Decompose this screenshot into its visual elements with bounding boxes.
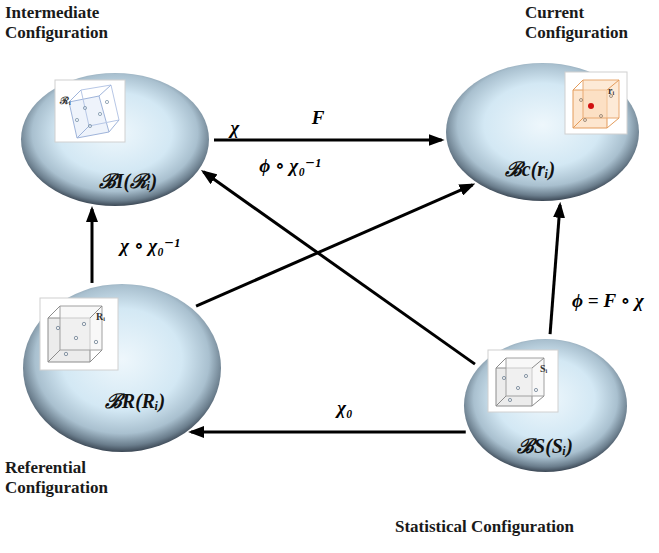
mapping-label: χ ∘ χ₀⁻¹ [118, 234, 181, 257]
body-symbol: ℬc(rᵢ) [505, 155, 555, 182]
configuration-blob: Intermediate ConfigurationℬI(ℛᵢ) [20, 72, 210, 207]
configuration-blob: Statistical ConfigurationℬS(Sᵢ) [463, 338, 628, 473]
mapping-label: ϕ = F ∘ χ [570, 289, 646, 312]
cell-label: rᵢ [608, 86, 614, 96]
blob-fill [464, 339, 627, 472]
body-symbol: ℬR(Rᵢ) [105, 387, 165, 414]
configuration-title: Statistical Configuration [395, 517, 659, 537]
cell-label: Rᵢ [96, 312, 105, 322]
blob-outline [22, 283, 222, 453]
mapping-arrow [196, 185, 473, 306]
blob-outline [445, 62, 640, 202]
blob-fill [23, 284, 221, 452]
configuration-title: Intermediate Configuration [5, 3, 130, 42]
configuration-title: Current Configuration [525, 3, 645, 42]
mapping-arrow [191, 431, 466, 434]
mapping-arrow [203, 172, 475, 364]
mapping-arrow [214, 139, 442, 142]
mapping-arrow [91, 209, 94, 283]
body-symbol: ℬS(Sᵢ) [517, 432, 573, 459]
configuration-blob: Current Configurationℬc(rᵢ) [445, 62, 640, 202]
body-symbol: ℬI(ℛᵢ) [99, 167, 158, 194]
mapping-arrow [550, 205, 560, 334]
cell-label: Sᵢ [540, 364, 547, 374]
configuration-title: Referential Configuration [5, 458, 130, 497]
blob-fill [21, 73, 209, 206]
mapping-label: χ [229, 117, 242, 139]
configuration-blob: Referential ConfigurationℬR(Rᵢ) [22, 283, 222, 453]
blob-fill [446, 63, 639, 201]
mapping-label: χ₀ [335, 397, 354, 419]
cell-label: ℛᵢ [60, 96, 71, 106]
mapping-label: F [310, 107, 327, 129]
mapping-label: ϕ ∘ χ₀⁻¹ [257, 154, 323, 177]
